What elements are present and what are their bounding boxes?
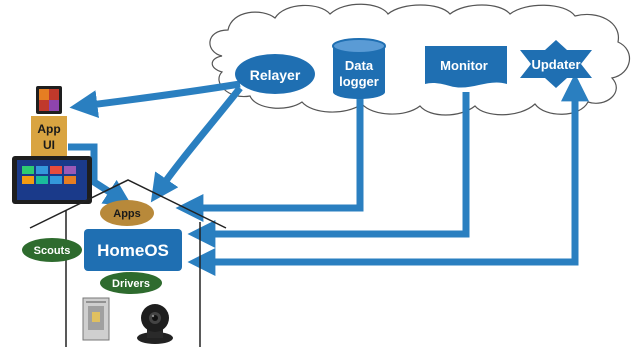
homeos-node: HomeOS: [84, 229, 182, 271]
app-ui-label-line2: UI: [43, 138, 55, 152]
relayer-label: Relayer: [250, 67, 301, 83]
monitor-node: Monitor: [425, 46, 507, 88]
arrow-monitor-to-homeos: [187, 92, 470, 248]
arrow-relayer-to-app-ui: [69, 80, 241, 118]
connection-arrows: [68, 73, 589, 276]
homeos-label: HomeOS: [97, 241, 169, 260]
app-ui-box: App UI: [31, 116, 67, 156]
data-logger-label-line1: Data: [345, 58, 374, 73]
camera-device: [137, 304, 173, 344]
drivers-label: Drivers: [112, 278, 150, 290]
switch-device: [82, 297, 110, 341]
scouts-label: Scouts: [34, 245, 71, 257]
tablet-device: [12, 156, 92, 204]
house-outline: [29, 179, 227, 347]
data-logger-node: Data logger: [332, 38, 386, 99]
scouts-node: Scouts: [22, 238, 82, 262]
relayer-node: Relayer: [235, 54, 315, 94]
monitor-label: Monitor: [440, 58, 488, 73]
updater-label: Updater: [531, 57, 580, 72]
data-logger-label-line2: logger: [339, 74, 379, 89]
cloud: [209, 3, 631, 116]
arrow-app-ui-to-apps: [68, 143, 133, 207]
phone-device: [36, 86, 62, 114]
app-ui-label-line1: App: [37, 122, 60, 136]
arrow-updater-to-homeos: [187, 80, 579, 276]
apps-node: Apps: [100, 200, 154, 226]
apps-label: Apps: [113, 208, 141, 220]
updater-node: Updater: [520, 40, 592, 88]
drivers-node: Drivers: [100, 272, 162, 294]
arrow-relayer-to-apps: [150, 85, 243, 203]
arrow-data-logger-to-apps: [175, 98, 364, 222]
